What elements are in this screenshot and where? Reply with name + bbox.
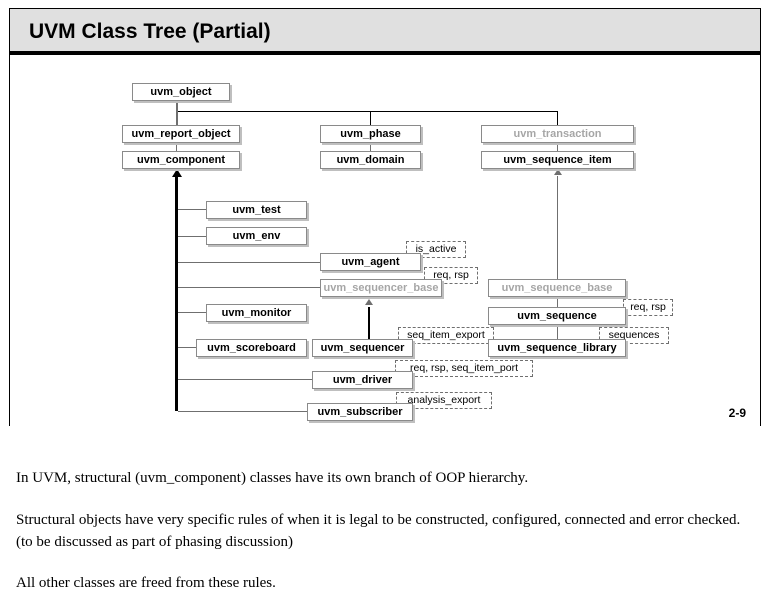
slide-page-number: 2-9	[728, 406, 746, 420]
node-uvm-scoreboard[interactable]: uvm_scoreboard	[196, 339, 307, 357]
node-uvm-agent[interactable]: uvm_agent	[320, 253, 421, 271]
node-uvm-sequencer-base[interactable]: uvm_sequencer_base	[320, 279, 442, 297]
node-uvm-sequence-library[interactable]: uvm_sequence_library	[488, 339, 626, 357]
node-uvm-sequence-base[interactable]: uvm_sequence_base	[488, 279, 626, 297]
edge-stub-driver	[178, 379, 321, 380]
edge-stub-test	[178, 209, 206, 210]
node-uvm-driver[interactable]: uvm_driver	[312, 371, 413, 389]
node-uvm-transaction[interactable]: uvm_transaction	[481, 125, 634, 143]
notes-paragraph-2: Structural objects have very specific ru…	[16, 511, 741, 550]
arrowhead-to-sequenceitem	[554, 169, 562, 175]
edge-drop-transaction	[557, 111, 558, 129]
edge-stub-sequencerbase	[178, 287, 321, 288]
edge-stub-env	[178, 236, 206, 237]
annotation-seq-item-export: seq_item_export	[398, 327, 494, 344]
edge-sequence-sequencebase	[557, 299, 558, 313]
notes-paragraph-3: All other classes are freed from these r…	[16, 575, 276, 592]
node-uvm-report-object[interactable]: uvm_report_object	[122, 125, 240, 143]
class-tree-diagram: is_active req, rsp seq_item_export req, …	[10, 59, 762, 426]
edge-reportobject-object	[176, 95, 178, 129]
node-uvm-env[interactable]: uvm_env	[206, 227, 307, 245]
node-uvm-sequencer[interactable]: uvm_sequencer	[312, 339, 413, 357]
edge-component-trunk	[175, 176, 178, 411]
node-uvm-test[interactable]: uvm_test	[206, 201, 307, 219]
edge-sequencer-sequencerbase	[368, 307, 370, 352]
arrowhead-to-sequencerbase	[365, 299, 373, 305]
node-uvm-domain[interactable]: uvm_domain	[320, 151, 421, 169]
node-uvm-phase[interactable]: uvm_phase	[320, 125, 421, 143]
annotation-req-rsp-sequence: req, rsp	[623, 299, 673, 316]
annotation-analysis-export: analysis_export	[396, 392, 492, 409]
node-uvm-subscriber[interactable]: uvm_subscriber	[307, 403, 413, 421]
slide-body: is_active req, rsp seq_item_export req, …	[10, 59, 760, 426]
slide-title-bar: UVM Class Tree (Partial)	[10, 9, 760, 55]
page-title: UVM Class Tree (Partial)	[29, 20, 271, 43]
notes-paragraph-1: In UVM, structural (uvm_component) class…	[16, 470, 529, 486]
node-uvm-sequence-item[interactable]: uvm_sequence_item	[481, 151, 634, 169]
annotation-req-rsp-seq-item-port: req, rsp, seq_item_port	[395, 360, 533, 377]
edge-stub-scoreboard	[178, 347, 206, 348]
node-uvm-monitor[interactable]: uvm_monitor	[206, 304, 307, 322]
annotation-is-active: is_active	[406, 241, 466, 258]
edge-sequencelibrary-sequence	[557, 327, 558, 341]
node-uvm-component[interactable]: uvm_component	[122, 151, 240, 169]
arrowhead-to-component	[172, 169, 182, 177]
node-uvm-sequence[interactable]: uvm_sequence	[488, 307, 626, 325]
edge-stub-monitor	[178, 312, 206, 313]
edge-drop-phase	[370, 111, 371, 129]
node-uvm-object[interactable]: uvm_object	[132, 83, 230, 101]
notes-text: In UVM, structural (uvm_component) class…	[16, 468, 756, 595]
edge-sequencebase-sequenceitem	[557, 176, 558, 281]
edge-bus-top	[176, 111, 558, 112]
edge-stub-agent	[178, 262, 321, 263]
edge-stub-subscriber	[178, 411, 321, 412]
slide-frame: UVM Class Tree (Partial)	[9, 8, 761, 426]
